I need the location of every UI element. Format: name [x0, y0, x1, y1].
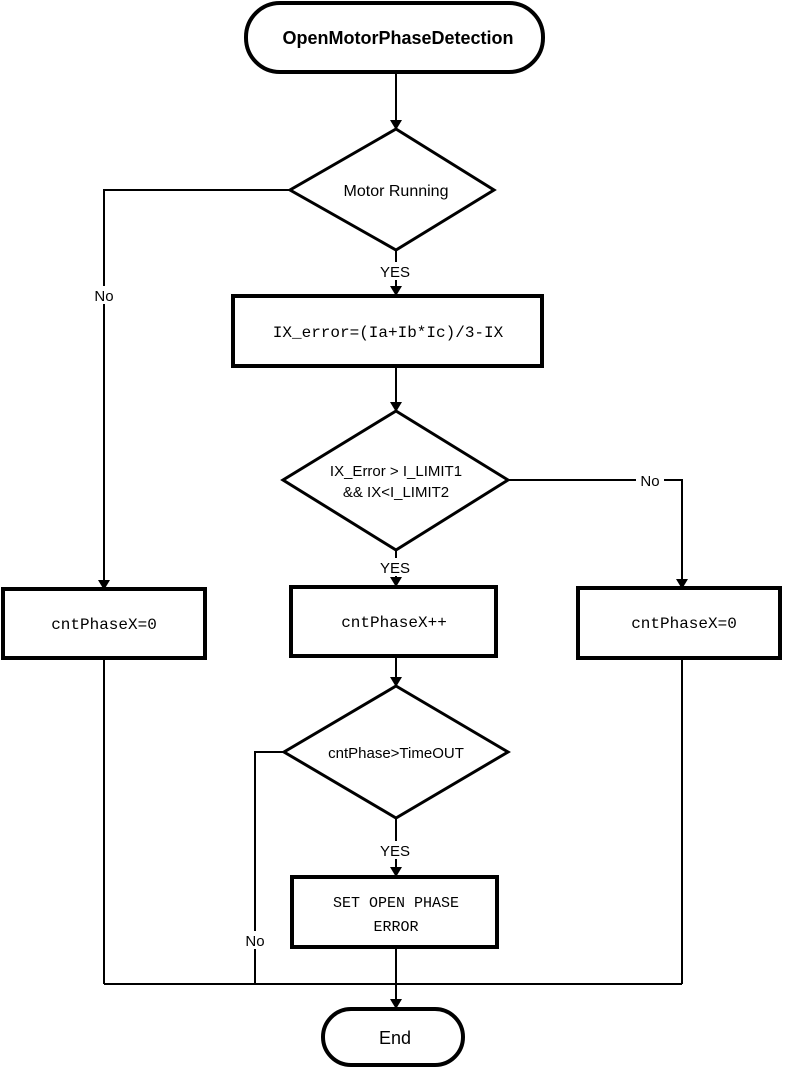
label-yes-1: YES — [380, 264, 410, 281]
decision-ix-error-label-1: IX_Error > I_LIMIT1 — [330, 463, 462, 480]
process-reset-right-label: cntPhaseX=0 — [631, 615, 737, 633]
start-terminator — [244, 1, 545, 74]
connector-decision-ix-no — [508, 479, 688, 589]
label-yes-1-bg — [378, 262, 412, 280]
decision-timeout-label: cntPhase>TimeOUT — [328, 745, 464, 762]
process-ix-error-label: IX_error=(Ia+Ib*Ic)/3-IX — [273, 324, 504, 342]
end-label: End — [379, 1028, 411, 1048]
decision-ix-error — [280, 409, 511, 552]
connector-motor-running-no — [98, 189, 290, 590]
label-no-3-bg — [241, 931, 269, 949]
process-set-error-label-1: SET OPEN PHASE — [333, 895, 459, 912]
decision-timeout — [281, 684, 511, 820]
process-increment-label: cntPhaseX++ — [341, 614, 447, 632]
process-reset-right — [576, 586, 782, 660]
decision-motor-running — [286, 127, 497, 252]
end-terminator — [321, 1007, 465, 1067]
label-yes-2-bg — [378, 558, 412, 576]
label-no-1-bg — [90, 286, 118, 304]
process-ix-error — [231, 294, 544, 368]
process-increment — [289, 585, 498, 658]
label-no-3: No — [245, 933, 264, 950]
decision-motor-running-label: Motor Running — [344, 183, 449, 200]
process-reset-left-label: cntPhaseX=0 — [51, 616, 157, 634]
process-set-error — [290, 875, 499, 949]
label-yes-3: YES — [380, 843, 410, 860]
label-yes-3-bg — [378, 841, 412, 859]
decision-ix-error-label-2: && IX<I_LIMIT2 — [343, 484, 449, 501]
label-no-2-bg — [636, 471, 664, 489]
connector-timeout-no — [254, 751, 284, 984]
label-no-2: No — [640, 473, 659, 490]
label-yes-2: YES — [380, 560, 410, 577]
process-set-error-label-2: ERROR — [373, 919, 418, 936]
process-reset-left — [1, 587, 207, 660]
label-no-1: No — [94, 288, 113, 305]
start-label: OpenMotorPhaseDetection — [282, 28, 513, 48]
